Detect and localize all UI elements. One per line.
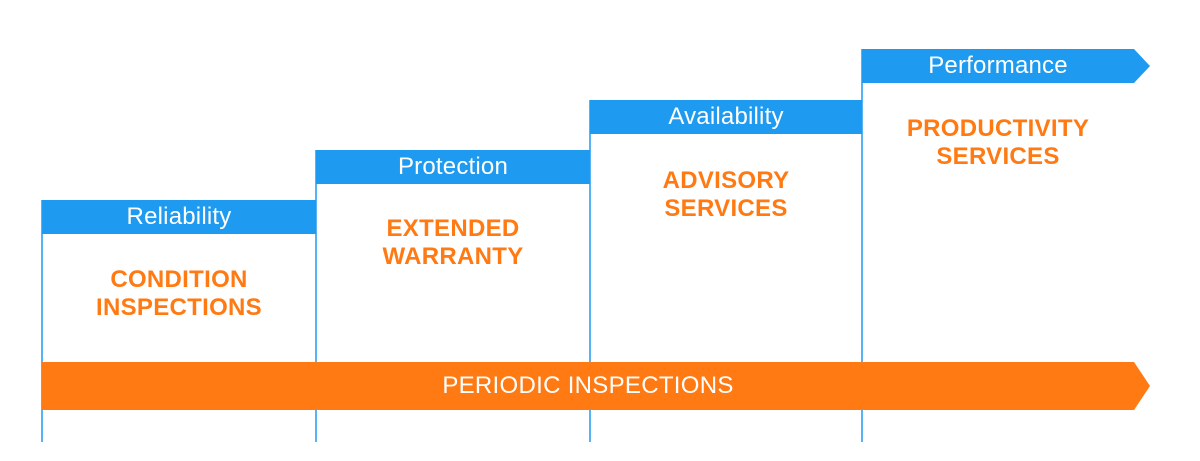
periodic-inspections-arrow [42, 362, 1150, 410]
service-extended-warranty: EXTENDED WARRANTY [382, 215, 524, 270]
header-bar-reliability [42, 200, 316, 234]
service-condition-inspections: CONDITION INSPECTIONS [96, 266, 262, 321]
service-productivity-services: PRODUCTIVITY SERVICES [906, 115, 1090, 170]
step-header-reliability: Reliability [126, 203, 232, 230]
service-advisory-services: ADVISORY SERVICES [662, 167, 790, 222]
header-bar-performance-arrow [862, 49, 1150, 83]
step-header-availability: Availability [668, 103, 784, 130]
step-header-protection: Protection [397, 153, 509, 180]
periodic-inspections-label: PERIODIC INSPECTIONS [442, 372, 734, 399]
header-bar-availability [590, 100, 862, 134]
step-header-performance: Performance [928, 52, 1068, 79]
header-bar-protection [316, 150, 590, 184]
